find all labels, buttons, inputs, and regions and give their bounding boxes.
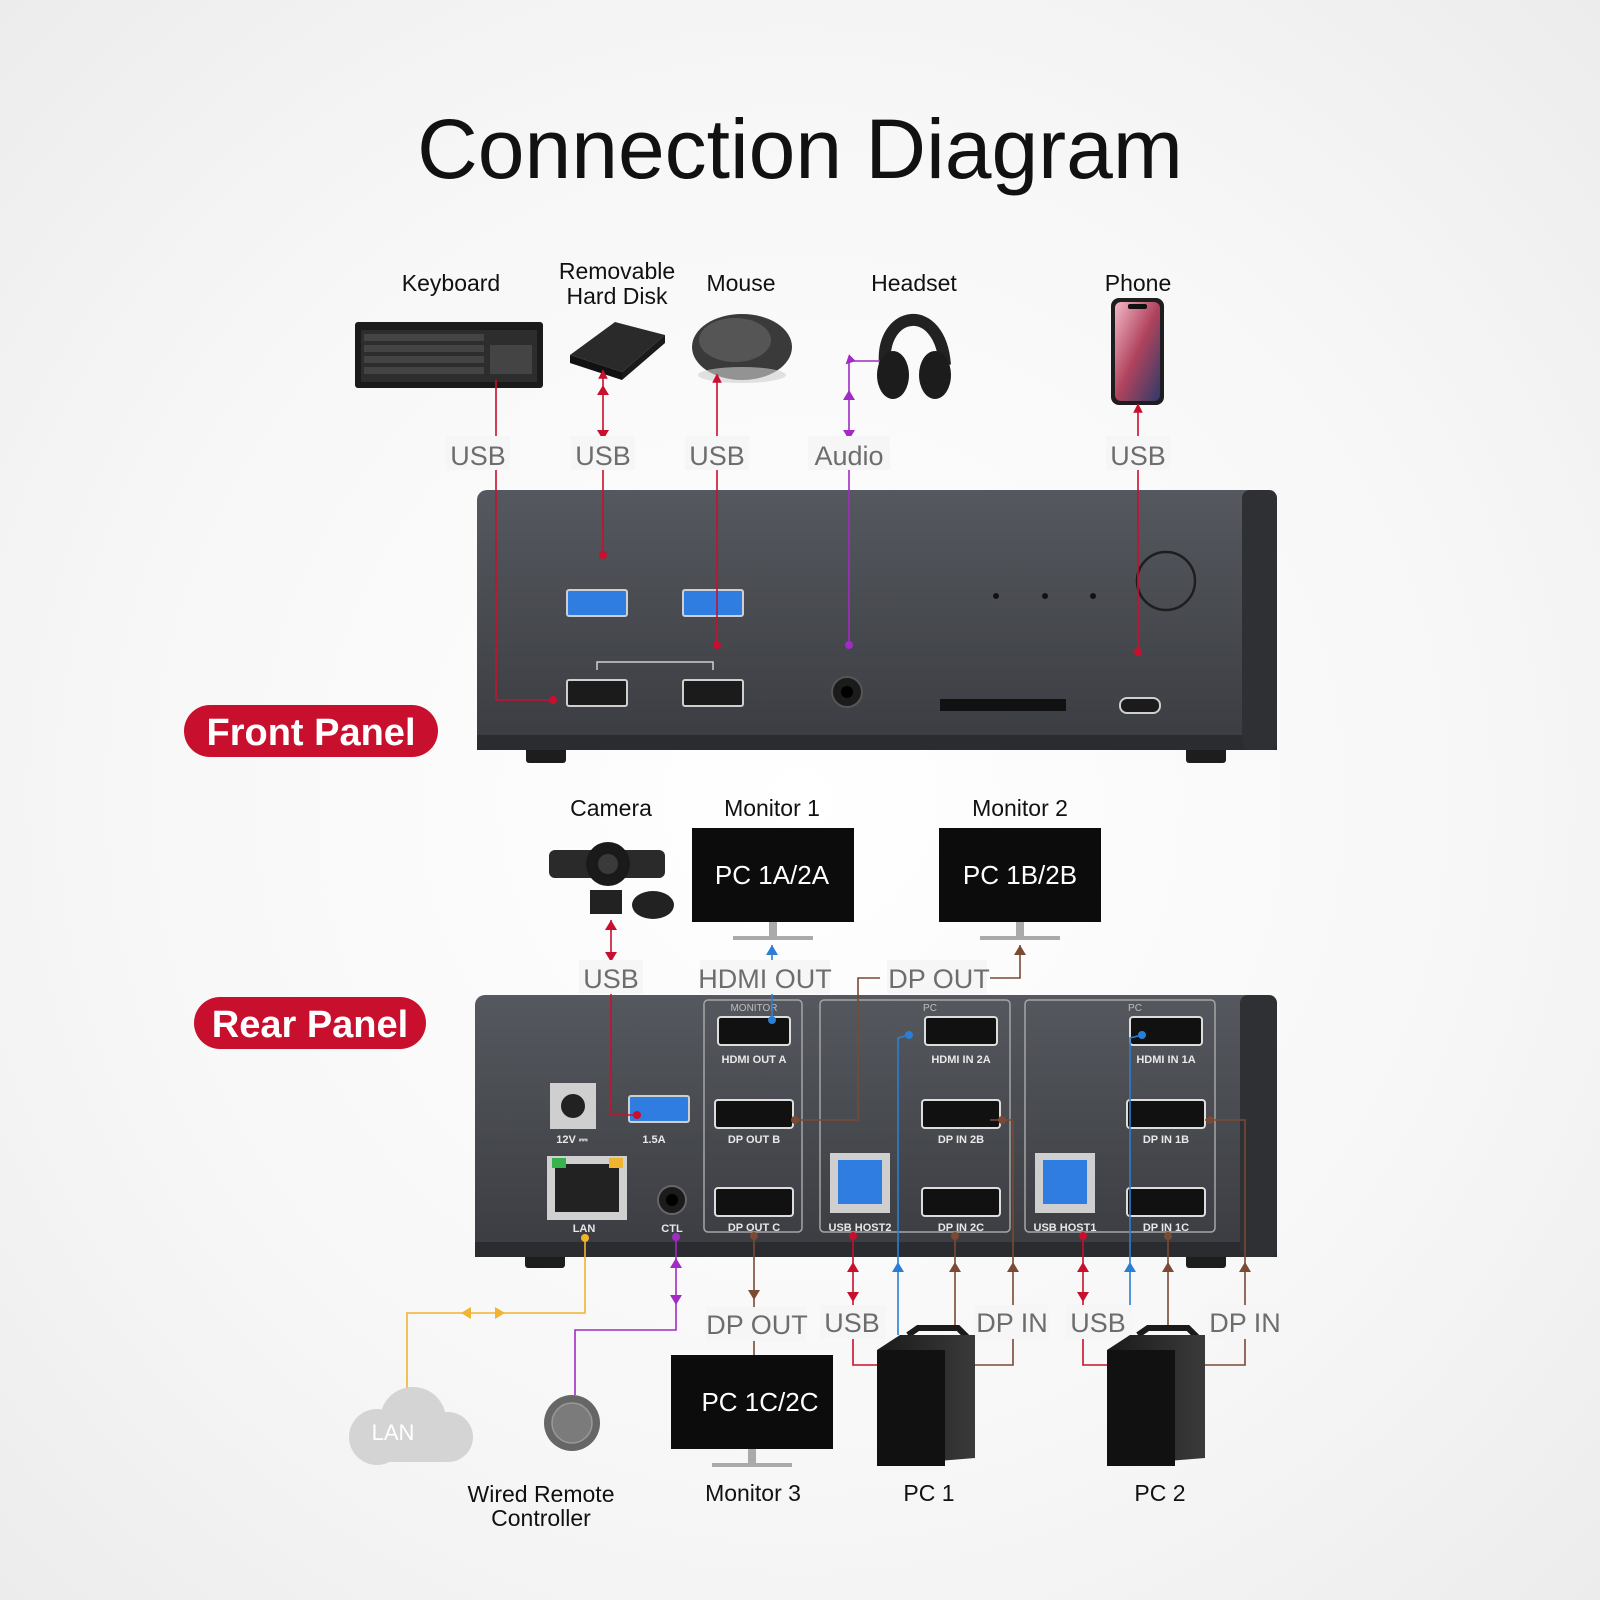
front-ports — [566, 550, 1197, 714]
dp-in-2b-label: DP IN 2B — [938, 1134, 984, 1146]
front-panel-device — [477, 490, 1277, 763]
pc2-tower-icon — [1107, 1325, 1205, 1466]
hdmi-in-1a-label: HDMI IN 1A — [1136, 1054, 1195, 1066]
dp-out-b-line-2 — [990, 945, 1021, 979]
headset-icon — [877, 314, 951, 399]
rear-panel-badge — [194, 997, 426, 1049]
mouse-label: Mouse — [706, 270, 775, 296]
camera-icon — [549, 842, 674, 919]
monitor1 — [692, 828, 854, 940]
keyboard-label: Keyboard — [402, 270, 500, 296]
monitor3 — [671, 1355, 833, 1467]
keyboard-connection-label: USB — [450, 441, 506, 471]
lan-cloud-icon — [349, 1387, 473, 1465]
headset-audio-line — [845, 354, 880, 645]
phone-connection-label: USB — [1110, 441, 1166, 471]
usb-host1-label: USB HOST1 — [1034, 1222, 1097, 1234]
usb-host2-label: USB HOST2 — [829, 1222, 892, 1234]
remote-label-line2: Controller — [491, 1505, 591, 1531]
dp-in-1c-label: DP IN 1C — [1143, 1222, 1189, 1234]
hdmi-in-2a-label: HDMI IN 2A — [931, 1054, 990, 1066]
hard-disk-icon — [570, 322, 665, 380]
headset-connection-label: Audio — [814, 441, 883, 471]
camera-label: Camera — [570, 795, 652, 821]
mouse-connection-label: USB — [689, 441, 745, 471]
rear-panel-label: Rear Panel — [212, 1004, 408, 1046]
monitor3-label: Monitor 3 — [705, 1480, 801, 1506]
wired-remote-icon — [544, 1395, 600, 1451]
lan-port-label: LAN — [573, 1223, 596, 1235]
lan-cloud-label: LAN — [372, 1420, 415, 1445]
monitor2-screen-label: PC 1B/2B — [963, 860, 1077, 890]
pc2-hdmi-line — [1129, 1034, 1143, 1335]
dp-out-top-connection-label: DP OUT — [888, 964, 990, 994]
pc1-usb-line — [852, 1236, 880, 1366]
pc2-usb-line — [1082, 1236, 1110, 1366]
dp-out-c-label: DP OUT C — [728, 1222, 780, 1234]
keyboard-usb-line — [495, 380, 553, 701]
pc2-dp-connection-label: DP IN — [1209, 1308, 1281, 1338]
phone-label: Phone — [1105, 270, 1172, 296]
usb-current-label: 1.5A — [642, 1134, 665, 1146]
pc1-dp-connection-label: DP IN — [976, 1308, 1048, 1338]
monitor1-label: Monitor 1 — [724, 795, 820, 821]
remote-label-line1: Wired Remote — [468, 1481, 615, 1507]
rear-panel-device — [475, 995, 1277, 1268]
dp-in-2c-label: DP IN 2C — [938, 1222, 984, 1234]
phone-icon — [1111, 298, 1164, 405]
page-title: Connection Diagram — [417, 102, 1183, 196]
hard-disk-connection-label: USB — [575, 441, 631, 471]
pc2-usb-connection-label: USB — [1070, 1308, 1126, 1338]
pc2-label: PC 2 — [1134, 1480, 1185, 1506]
dp-out-bottom-connection-label: DP OUT — [706, 1310, 808, 1340]
dp-out-b-line — [795, 977, 880, 1121]
hard-disk-label-line1: Removable — [559, 258, 675, 284]
mouse-icon — [692, 314, 792, 383]
pc1-label: PC 1 — [903, 1480, 954, 1506]
ctl-line — [574, 1237, 677, 1395]
monitor3-screen-label: PC 1C/2C — [701, 1387, 818, 1417]
hard-disk-label-line2: Hard Disk — [567, 283, 668, 309]
monitor2-label: Monitor 2 — [972, 795, 1068, 821]
group-pc1-label: PC — [1128, 1003, 1142, 1014]
camera-connection-label: USB — [583, 964, 639, 994]
dp-out-b-label: DP OUT B — [728, 1134, 780, 1146]
group-monitor-label: MONITOR — [730, 1003, 777, 1014]
monitor1-screen-label: PC 1A/2A — [715, 860, 830, 890]
monitor2 — [939, 828, 1101, 940]
front-panel-badge — [184, 705, 438, 757]
hdmi-out-a-label: HDMI OUT A — [722, 1054, 787, 1066]
power-port-label: 12V ⎓ — [556, 1134, 588, 1146]
pc2-dp-line-b — [1205, 1119, 1246, 1366]
headset-label: Headset — [871, 270, 957, 296]
pc1-usb-connection-label: USB — [824, 1308, 880, 1338]
ctl-port-label: CTL — [661, 1223, 683, 1235]
pc1-tower-icon — [877, 1325, 975, 1466]
keyboard-icon — [355, 322, 543, 388]
front-panel-label: Front Panel — [206, 712, 415, 754]
hdmi-out-connection-label: HDMI OUT — [698, 964, 831, 994]
group-pc2-label: PC — [923, 1003, 937, 1014]
dp-in-1b-label: DP IN 1B — [1143, 1134, 1189, 1146]
